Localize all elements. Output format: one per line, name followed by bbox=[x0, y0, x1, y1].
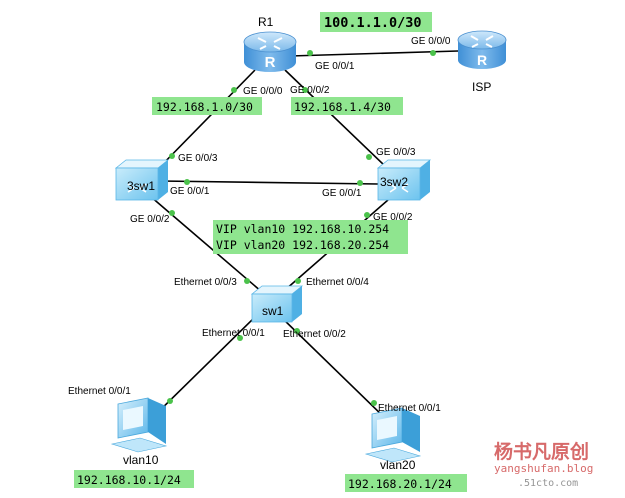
port-label-isp-ge000: GE 0/0/0 bbox=[411, 36, 451, 47]
port-dot bbox=[231, 87, 237, 93]
port-label-3sw2-ge001: GE 0/0/1 bbox=[322, 188, 362, 199]
switch-icon bbox=[250, 285, 304, 323]
tag-r1-3sw2: 192.168.1.4/30 bbox=[294, 100, 391, 114]
switch-sw1[interactable]: sw1 bbox=[250, 285, 304, 323]
watermark-title: 杨书凡原创 bbox=[494, 440, 589, 463]
port-dot bbox=[302, 87, 308, 93]
router-isp[interactable]: R ISP bbox=[457, 30, 507, 94]
network-tags: 100.1.1.0/30 192.168.1.0/30 192.168.1.4/… bbox=[74, 12, 467, 492]
device-name-3sw2: 3sw2 bbox=[380, 175, 408, 189]
port-label-3sw2-ge003: GE 0/0/3 bbox=[376, 147, 416, 158]
port-label-pc1-e001: Ethernet 0/0/1 bbox=[68, 386, 131, 397]
port-dots bbox=[167, 50, 436, 406]
tag-pc2-ip: 192.168.20.1/24 bbox=[348, 477, 452, 491]
tag-vip-vlan10: VIP vlan10 192.168.10.254 bbox=[216, 222, 389, 236]
port-dot bbox=[371, 400, 377, 406]
port-dot bbox=[357, 180, 363, 186]
switch-icon bbox=[114, 159, 170, 201]
device-name-pc1: vlan10 bbox=[123, 453, 159, 467]
link-r1-isp bbox=[289, 50, 459, 57]
port-label-3sw1-ge001: GE 0/0/1 bbox=[170, 186, 210, 197]
port-dot bbox=[307, 50, 313, 56]
port-label-r1-ge000: GE 0/0/0 bbox=[243, 86, 283, 97]
router-icon: R bbox=[457, 30, 507, 69]
link-3sw1-3sw2 bbox=[159, 180, 379, 185]
port-label-sw1-e002: Ethernet 0/0/2 bbox=[283, 329, 346, 340]
port-label-r1-ge002: GE 0/0/2 bbox=[290, 85, 330, 96]
tag-isp-link: 100.1.1.0/30 bbox=[324, 15, 422, 31]
port-dot bbox=[244, 278, 250, 284]
port-dot bbox=[294, 328, 300, 334]
port-label-3sw2-ge002: GE 0/0/2 bbox=[373, 212, 413, 223]
device-name-3sw1: 3sw1 bbox=[127, 179, 155, 193]
pc-vlan10[interactable]: vlan10 bbox=[110, 397, 168, 467]
port-dot bbox=[295, 278, 301, 284]
port-label-sw1-e003: Ethernet 0/0/3 bbox=[174, 277, 237, 288]
device-name-r1: R1 bbox=[258, 15, 274, 29]
svg-text:R: R bbox=[477, 52, 487, 68]
port-label-sw1-e001: Ethernet 0/0/1 bbox=[202, 328, 265, 339]
port-label-3sw1-ge003: GE 0/0/3 bbox=[178, 153, 218, 164]
port-dot bbox=[430, 50, 436, 56]
port-label-pc2-e001: Ethernet 0/0/1 bbox=[378, 403, 441, 414]
port-dot bbox=[366, 154, 372, 160]
port-label-sw1-e004: Ethernet 0/0/4 bbox=[306, 277, 369, 288]
watermark: 杨书凡原创 yangshufan.blog .51cto.com bbox=[494, 440, 593, 489]
tag-vip-vlan20: VIP vlan20 192.168.20.254 bbox=[216, 238, 389, 252]
port-dot bbox=[167, 398, 173, 404]
port-dot bbox=[169, 153, 175, 159]
pc-icon bbox=[364, 407, 422, 463]
port-label-r1-ge001: GE 0/0/1 bbox=[315, 61, 355, 72]
router-icon: R bbox=[243, 31, 297, 72]
router-r1[interactable]: R R1 bbox=[243, 15, 297, 72]
port-label-3sw1-ge002: GE 0/0/2 bbox=[130, 214, 170, 225]
port-dot bbox=[237, 335, 243, 341]
tag-pc1-ip: 192.168.10.1/24 bbox=[77, 473, 181, 487]
link-3sw1-sw1 bbox=[149, 195, 263, 293]
port-labels: GE 0/0/0 GE 0/0/1 GE 0/0/2 GE 0/0/0 GE 0… bbox=[68, 36, 451, 414]
port-dot bbox=[184, 179, 190, 185]
watermark-site2: .51cto.com bbox=[518, 478, 578, 489]
device-name-isp: ISP bbox=[472, 80, 491, 94]
l3-switch-3sw2[interactable]: 3sw2 bbox=[376, 159, 432, 201]
l3-switch-3sw1[interactable]: 3sw1 bbox=[114, 159, 170, 201]
switch-icon bbox=[376, 159, 432, 201]
port-dot bbox=[364, 212, 370, 218]
pc-vlan20[interactable]: vlan20 bbox=[364, 407, 422, 472]
pc-icon bbox=[110, 397, 168, 453]
device-name-sw1: sw1 bbox=[262, 304, 284, 318]
link-r1-3sw2 bbox=[284, 69, 386, 167]
device-name-pc2: vlan20 bbox=[380, 458, 416, 472]
port-dot bbox=[169, 210, 175, 216]
svg-text:R: R bbox=[265, 54, 276, 71]
tag-r1-3sw1: 192.168.1.0/30 bbox=[156, 100, 253, 114]
link-sw1-pc1 bbox=[147, 315, 257, 423]
watermark-site: yangshufan.blog bbox=[494, 462, 593, 475]
